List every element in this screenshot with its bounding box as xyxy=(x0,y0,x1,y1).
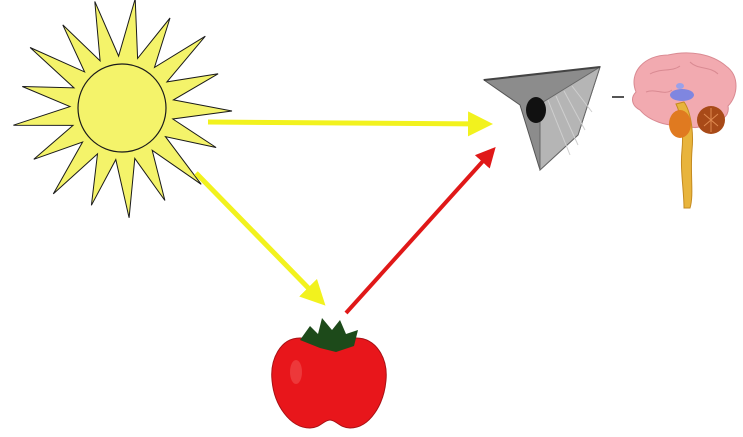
eye-icon xyxy=(484,67,600,170)
apple-icon xyxy=(272,318,386,428)
brain-icon xyxy=(633,53,736,208)
arrow-apple-to-eye xyxy=(346,150,493,313)
arrow-sun-to-eye xyxy=(208,122,488,124)
arrow-sun-to-apple xyxy=(196,173,322,302)
sun-icon xyxy=(13,0,232,218)
